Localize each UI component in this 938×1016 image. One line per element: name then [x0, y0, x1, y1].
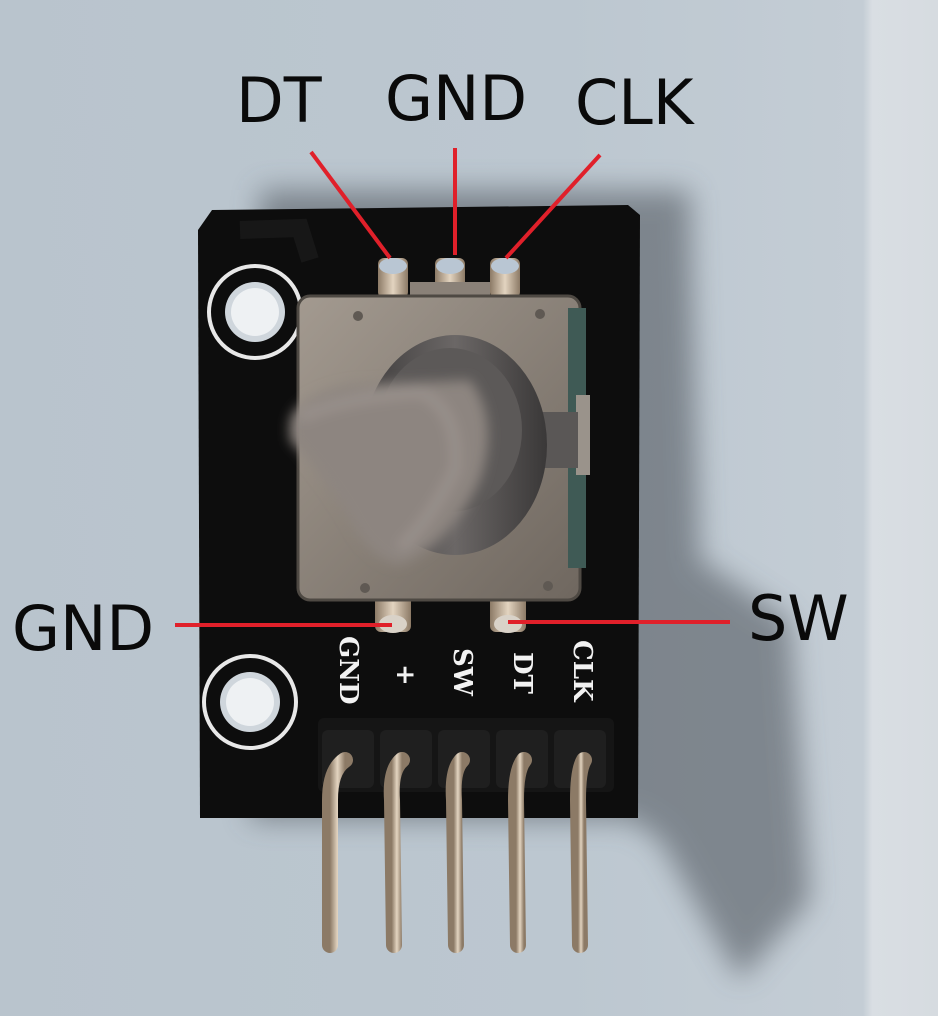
- encoder-top-pins: [378, 258, 520, 298]
- label-sw-side: SW: [748, 582, 849, 655]
- silkscreen-sw: SW: [447, 648, 477, 696]
- annotation-line-dt: [309, 150, 392, 260]
- label-gnd-side: GND: [12, 592, 155, 665]
- encoder-knob: [290, 380, 488, 565]
- label-dt-top: DT: [236, 64, 322, 137]
- encoder-bottom-pins: [375, 592, 526, 633]
- annotation-line-clk: [504, 153, 602, 260]
- mounting-hole-bottom: [202, 654, 298, 750]
- silkscreen-clk: CLK: [567, 640, 597, 702]
- silkscreen-dt: DT: [507, 652, 537, 694]
- silkscreen-gnd: GND: [333, 636, 363, 705]
- header-pin-legs: [322, 752, 592, 953]
- mounting-hole-top: [207, 264, 303, 360]
- label-gnd-top: GND: [385, 62, 528, 135]
- annotation-lines: [175, 148, 730, 627]
- label-clk-top: CLK: [575, 66, 694, 139]
- silkscreen-plus: +: [390, 664, 420, 686]
